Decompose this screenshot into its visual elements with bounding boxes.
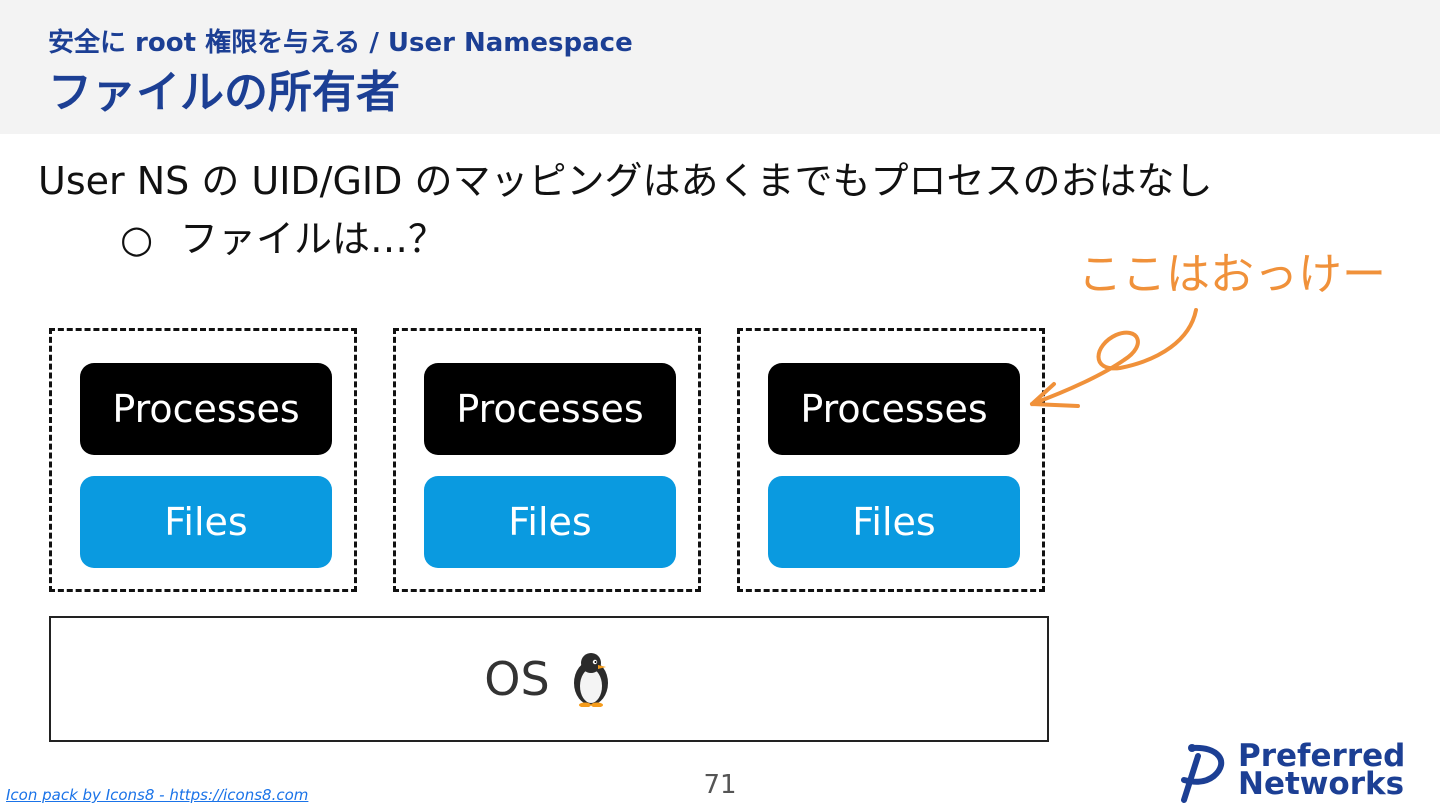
logo-line-2: Networks (1238, 766, 1405, 802)
os-box: OS (49, 616, 1049, 742)
pfn-logo-icon (1181, 744, 1225, 803)
namespace-box-1: Processes Files (49, 328, 357, 592)
os-label: OS (484, 652, 550, 706)
bullet-icon: ○ (120, 217, 154, 261)
body-bullet-line: ○ ファイルは…？ (120, 208, 446, 263)
body-text-line: User NS の UID/GID のマッピングはあくまでもプロセスのおはなし (38, 159, 1213, 203)
processes-block: Processes (80, 363, 332, 455)
company-logo: Preferred Networks (1174, 738, 1424, 803)
penguin-icon (573, 653, 608, 707)
slide-subtitle: 安全に root 権限を与える / User Namespace (48, 28, 633, 58)
slide-title: ファイルの所有者 (48, 67, 400, 118)
files-block: Files (424, 476, 676, 568)
slide-header: 安全に root 権限を与える / User Namespace ファイルの所有… (0, 0, 1440, 134)
files-block: Files (768, 476, 1020, 568)
annotation-text: ここはおっけー (1078, 249, 1386, 300)
namespace-box-3: Processes Files (737, 328, 1045, 592)
processes-block: Processes (424, 363, 676, 455)
namespace-box-2: Processes Files (393, 328, 701, 592)
icons8-credit-link[interactable]: Icon pack by Icons8 - https://icons8.com (6, 786, 309, 804)
files-block: Files (80, 476, 332, 568)
processes-block: Processes (768, 363, 1020, 455)
page-number: 71 (703, 770, 737, 800)
logo-line-1: Preferred (1238, 738, 1406, 774)
logo-text: Preferred Networks (1238, 738, 1406, 802)
bullet-text: ファイルは…？ (180, 217, 447, 261)
annotation-arrow-icon (1030, 308, 1198, 408)
